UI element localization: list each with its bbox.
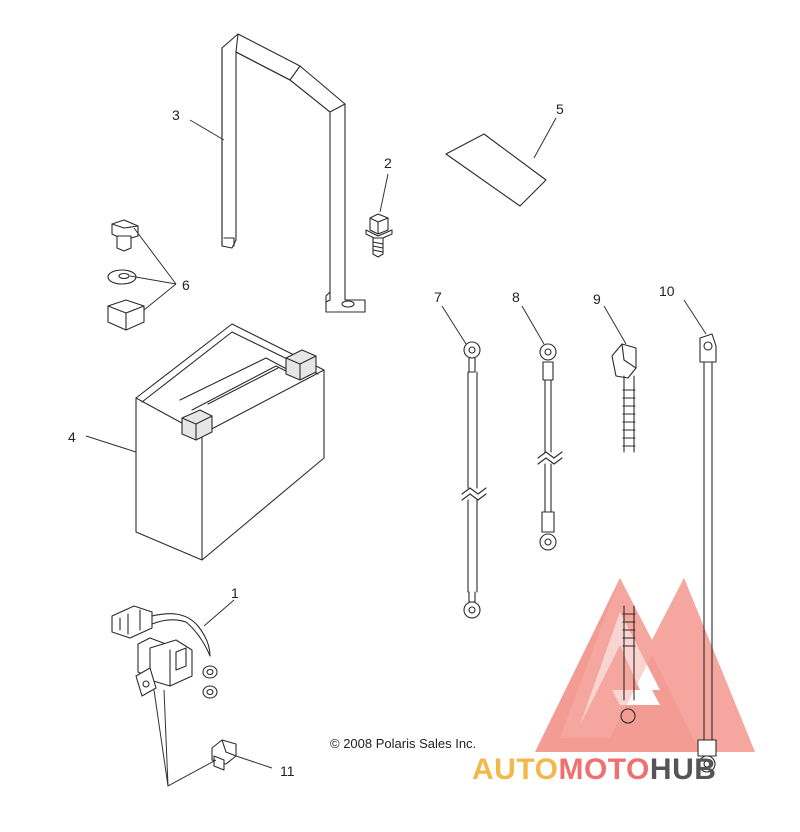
callout-10: 10 [659,283,675,299]
watermark-hub: HUB [650,753,717,786]
bolt-part [365,213,393,258]
callout-2: 2 [384,155,392,171]
battery-strap-part [221,33,366,313]
watermark-text: AUTOMOTOHUB [472,753,716,786]
cable-extra-part [620,605,636,724]
cable-8-part [537,343,563,551]
cable-7-part [461,341,487,619]
callout-3: 3 [172,107,180,123]
callout-11: 11 [280,763,295,779]
terminal-boot-part [611,343,637,453]
watermark-auto: AUTO [472,753,558,786]
fastener-set-part [107,219,145,331]
callout-6: 6 [182,277,190,293]
callout-numbers: 1 2 3 4 5 6 7 8 9 10 11 [68,101,675,779]
callout-4: 4 [68,429,76,445]
copyright-text: © 2008 Polaris Sales Inc. [330,736,476,751]
solenoid-part [111,605,218,699]
decal-label-part [445,133,547,207]
callout-9: 9 [593,291,601,307]
watermark-moto: MOTO [558,753,649,786]
callout-8: 8 [512,289,520,305]
callout-1: 1 [231,585,239,601]
cable-10-part [697,333,717,773]
leader-lines [85,117,707,787]
callout-7: 7 [434,289,442,305]
callout-5: 5 [556,101,564,117]
battery-part [135,323,325,561]
watermark-logo-icon [535,578,755,752]
screw-part [211,739,237,771]
